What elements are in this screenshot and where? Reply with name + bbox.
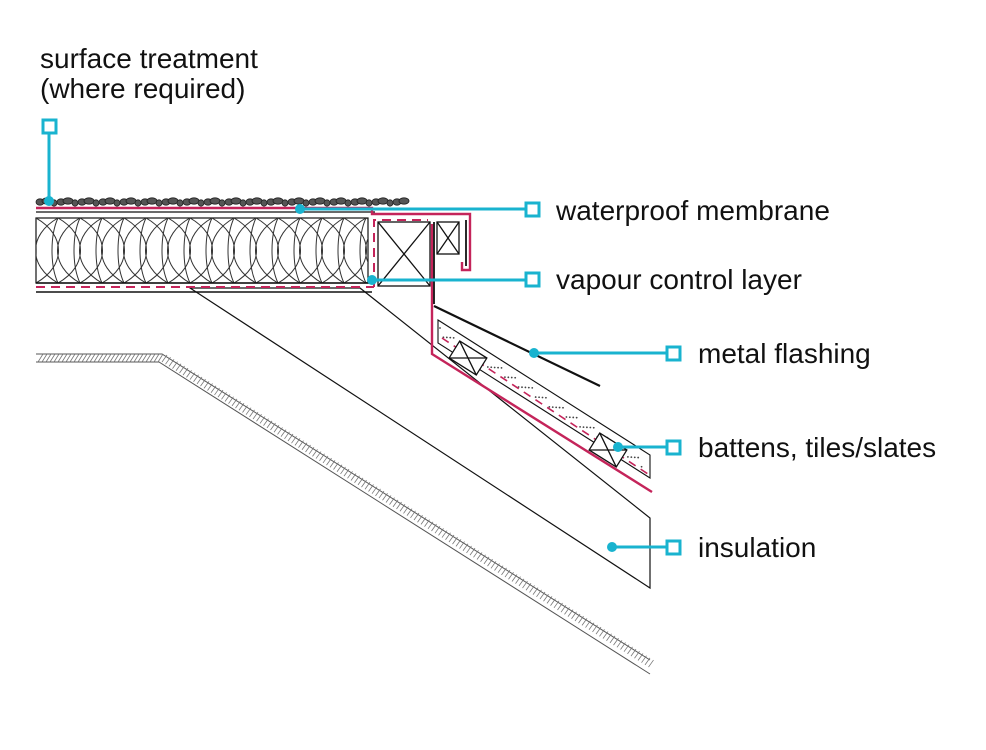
fascia-upstand bbox=[433, 220, 467, 304]
label-metal-flashing: metal flashing bbox=[698, 338, 871, 369]
label-surface-treatment: surface treatment (where required) bbox=[40, 44, 258, 104]
flat-roof-deck-lines bbox=[36, 211, 375, 293]
label-vapour-control-layer: vapour control layer bbox=[556, 264, 802, 295]
callout-marker-surface bbox=[41, 118, 58, 135]
label-battens-tiles-slates: battens, tiles/slates bbox=[698, 432, 937, 463]
gravel-surface bbox=[35, 197, 410, 207]
label-surface-treatment-line1: surface treatment bbox=[40, 43, 258, 74]
label-insulation: insulation bbox=[698, 532, 817, 563]
metal-flashing bbox=[433, 305, 601, 387]
flat-roof-insulation bbox=[35, 217, 369, 284]
ceiling-lining bbox=[36, 353, 654, 675]
timber-kerb bbox=[377, 221, 460, 287]
battens bbox=[448, 340, 628, 468]
label-surface-treatment-line2: (where required) bbox=[40, 73, 246, 104]
callouts bbox=[41, 118, 682, 556]
vapour-control-layer-line bbox=[36, 219, 428, 288]
label-waterproof-membrane: waterproof membrane bbox=[556, 195, 830, 226]
